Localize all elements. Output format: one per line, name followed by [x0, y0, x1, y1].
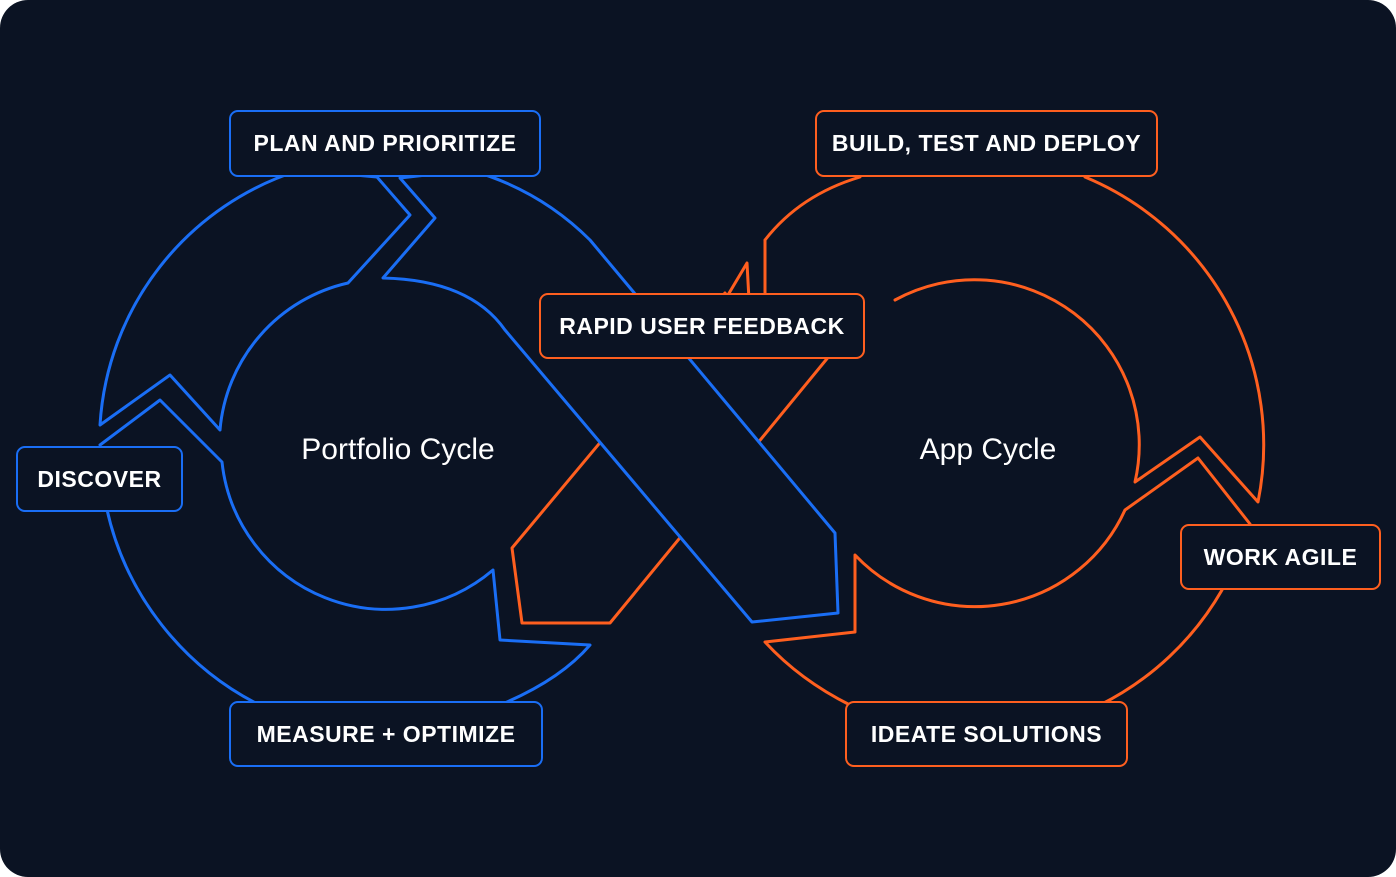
stage-build-test-deploy: BUILD, TEST AND DEPLOY [815, 110, 1158, 177]
portfolio-arrow-top [98, 168, 412, 432]
portfolio-arrow-bottom [98, 398, 592, 712]
stage-plan-and-prioritize: PLAN AND PRIORITIZE [229, 110, 541, 177]
app-arrow-top [723, 175, 1266, 504]
stage-measure-optimize: MEASURE + OPTIMIZE [229, 701, 543, 767]
app-cycle-title: App Cycle [919, 433, 1057, 466]
portfolio-arrow-bridge [381, 168, 840, 624]
app-arrow-bottom [763, 456, 1252, 707]
stage-rapid-user-feedback: RAPID USER FEEDBACK [539, 293, 865, 359]
stage-work-agile: WORK AGILE [1180, 524, 1381, 590]
portfolio-cycle-title: Portfolio Cycle [301, 433, 495, 466]
stage-discover: DISCOVER [16, 446, 183, 512]
stage-ideate-solutions: IDEATE SOLUTIONS [845, 701, 1128, 767]
